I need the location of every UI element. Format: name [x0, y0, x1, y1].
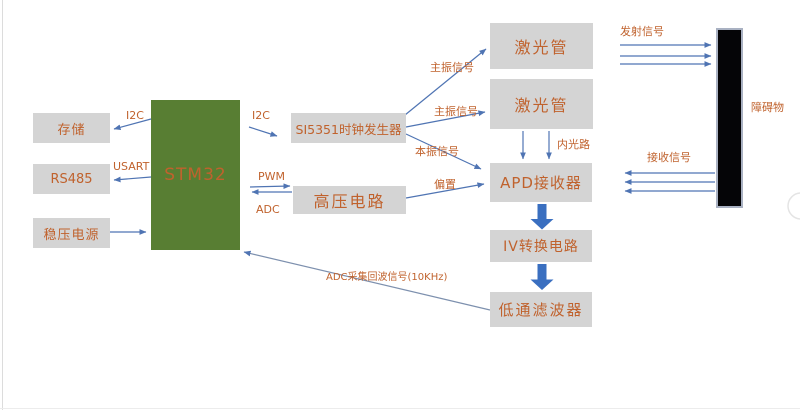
usart-label: USART: [113, 160, 150, 173]
arrow-stm32-to-hv-pwm: [249, 183, 291, 190]
arrow-stm32-to-rs485: [113, 176, 152, 183]
pwm-label: PWM: [258, 170, 286, 183]
adc-echo-signal-label: ADC采集回波信号(10KHz): [326, 272, 448, 283]
apd-receiver-box: APD接收器: [490, 163, 592, 202]
transmit-signal-label: 发射信号: [620, 25, 664, 38]
arrow-clockgen-to-apd: [405, 133, 482, 170]
high-voltage-box: 高压电路: [293, 186, 406, 214]
i2c-left-label: I2C: [126, 109, 144, 122]
laser-tube-box-1: 激光管: [490, 23, 593, 69]
bias-label: 偏置: [434, 178, 456, 191]
iv-converter-box: IV转换电路: [490, 230, 592, 262]
page-bottom-line: [0, 408, 800, 409]
clock-generator-box: SI5351时钟发生器: [291, 113, 406, 143]
watermark-circle: [787, 192, 800, 220]
arrow-clockgen-to-laser2: [405, 110, 486, 128]
arrow-stm32-to-storage: [113, 118, 152, 131]
arrow-lpf-to-stm32-echo: [243, 250, 491, 311]
rs485-box: RS485: [33, 164, 110, 194]
power-supply-box: 稳压电源: [33, 218, 110, 248]
obstacle-label: 障碍物: [751, 101, 784, 114]
storage-box: 存储: [33, 113, 110, 143]
master-signal-label-1: 主振信号: [430, 61, 474, 74]
low-pass-filter-box: 低通滤波器: [490, 292, 592, 327]
arrow-hv-to-apd-bias: [405, 182, 485, 199]
laser-tube-box-2: 激光管: [490, 79, 593, 129]
obstacle-rect: [716, 28, 743, 208]
stm32-box: STM32: [151, 100, 240, 250]
arrow-stm32-to-clockgen: [248, 126, 278, 137]
receive-signal-label: 接收信号: [647, 151, 691, 164]
inner-optical-path-label: 内光路: [557, 138, 590, 151]
arrow-clockgen-to-laser1: [404, 48, 487, 116]
local-signal-label: 本振信号: [415, 145, 459, 158]
page-edge-line: [2, 0, 3, 410]
adc-label: ADC: [256, 203, 280, 216]
i2c-right-label: I2C: [252, 109, 270, 122]
master-signal-label-2: 主振信号: [434, 105, 478, 118]
block-arrow-iv-to-lpf: [530, 264, 554, 290]
block-arrow-apd-to-iv: [530, 204, 554, 230]
